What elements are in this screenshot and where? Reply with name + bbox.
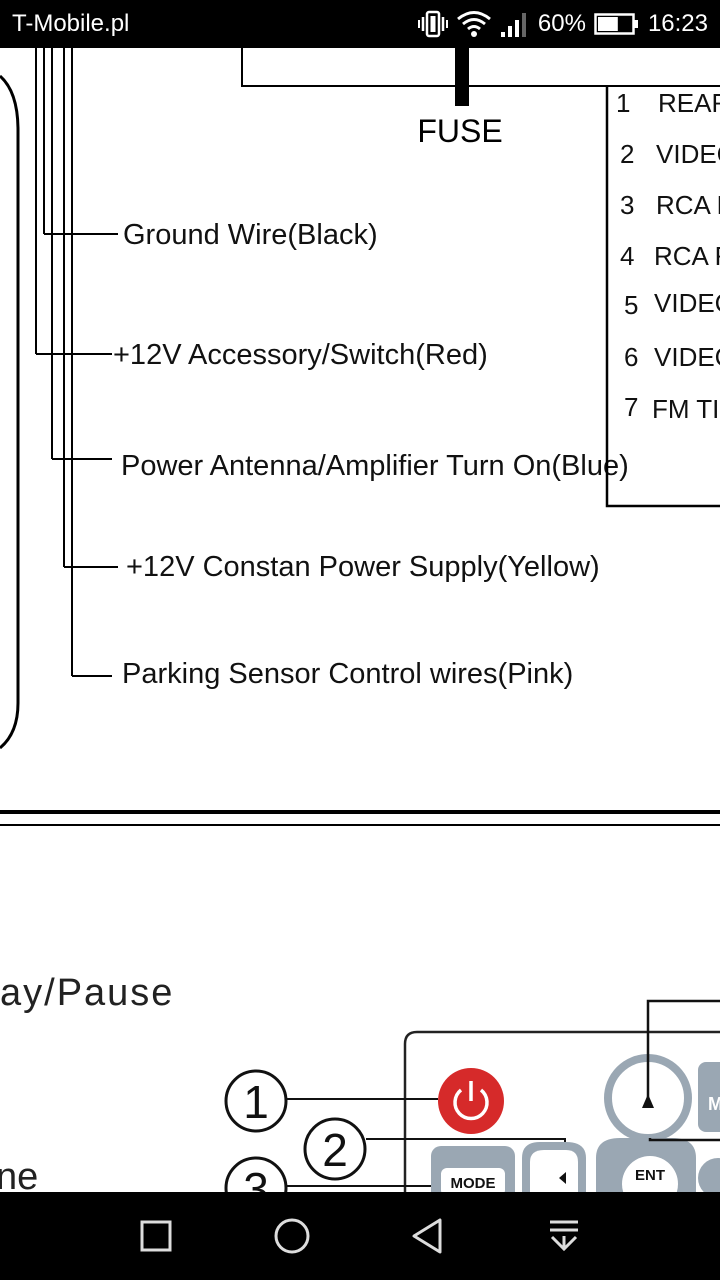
table-row-label: VIDEC: [654, 288, 720, 318]
callout-circle: [224, 1156, 288, 1192]
callout-number: 2: [322, 1124, 348, 1176]
connector-table-frame: [605, 86, 720, 508]
cellular-signal-icon: [500, 13, 526, 37]
mode-key-label: MODE: [451, 1175, 496, 1192]
partial-key-label: M: [708, 1094, 720, 1114]
diagram-image: FUSE Ground Wire(Black) +12V Accessory/S…: [0, 48, 720, 1192]
table-row-number: 5: [624, 290, 638, 320]
callout-circle: [303, 1117, 367, 1181]
ent-key-label: ENT: [635, 1167, 665, 1184]
back-button[interactable]: [400, 1212, 456, 1260]
status-bar: T-Mobile.pl 60% 16:23: [0, 0, 720, 48]
wifi-icon: [456, 11, 491, 37]
table-row-number: 7: [624, 392, 638, 422]
wire-label-antenna: Power Antenna/Amplifier Turn On(Blue): [121, 450, 629, 482]
fuse-symbol: [455, 48, 469, 106]
power-icon: [453, 1088, 489, 1121]
navigation-bar: [0, 1192, 720, 1280]
battery-icon: [594, 13, 638, 35]
clock: 16:23: [647, 10, 708, 37]
unit-outline: [0, 74, 20, 750]
battery-percent: 60%: [537, 10, 586, 37]
wire-label-constant-power: +12V Constan Power Supply(Yellow): [126, 551, 600, 583]
table-row-label: FM TI: [652, 394, 719, 424]
wire-label-parking-sensor: Parking Sensor Control wires(Pink): [122, 658, 573, 690]
partial-label: ne: [0, 1156, 38, 1192]
table-row-number: 1: [616, 88, 630, 118]
table-row-label: RCA R: [654, 241, 720, 271]
table-row-number: 6: [624, 342, 638, 372]
callout-number: 1: [243, 1076, 269, 1128]
back-triangle-icon: [412, 1218, 442, 1254]
table-row-label: VIDEC: [654, 342, 720, 372]
left-arrow-icon: [559, 1172, 566, 1184]
connector-table: 1 REAR 2 VIDEC 3 RCA L 4 RCA R 5 VIDEC 6…: [616, 88, 720, 424]
fuse-label: FUSE: [417, 113, 502, 149]
wire-label-ground: Ground Wire(Black): [123, 219, 378, 251]
vibrate-icon: [417, 10, 448, 38]
table-row-label: RCA L: [656, 190, 720, 220]
partial-key: [698, 1062, 720, 1132]
table-row-number: 3: [620, 190, 634, 220]
table-row-label: VIDEC: [656, 139, 720, 169]
callout-circle: [224, 1069, 288, 1133]
table-row-label: REAR: [658, 88, 720, 118]
table-row-number: 2: [620, 139, 634, 169]
play-pause-label: ay/Pause: [0, 972, 174, 1014]
notification-pull-down-button[interactable]: [536, 1212, 592, 1260]
wire-label-accessory: +12V Accessory/Switch(Red): [113, 339, 488, 371]
control-panel-outline: [403, 1030, 720, 1192]
square-icon: [140, 1220, 172, 1252]
table-row-number: 4: [620, 241, 634, 271]
home-button[interactable]: [264, 1212, 320, 1260]
callout-number: 3: [243, 1163, 269, 1192]
circle-icon: [274, 1218, 310, 1254]
wiring-diagram: FUSE Ground Wire(Black) +12V Accessory/S…: [0, 48, 720, 1192]
recent-apps-button[interactable]: [128, 1212, 184, 1260]
notification-down-icon: [550, 1220, 578, 1252]
carrier-name: T-Mobile.pl: [12, 10, 130, 37]
